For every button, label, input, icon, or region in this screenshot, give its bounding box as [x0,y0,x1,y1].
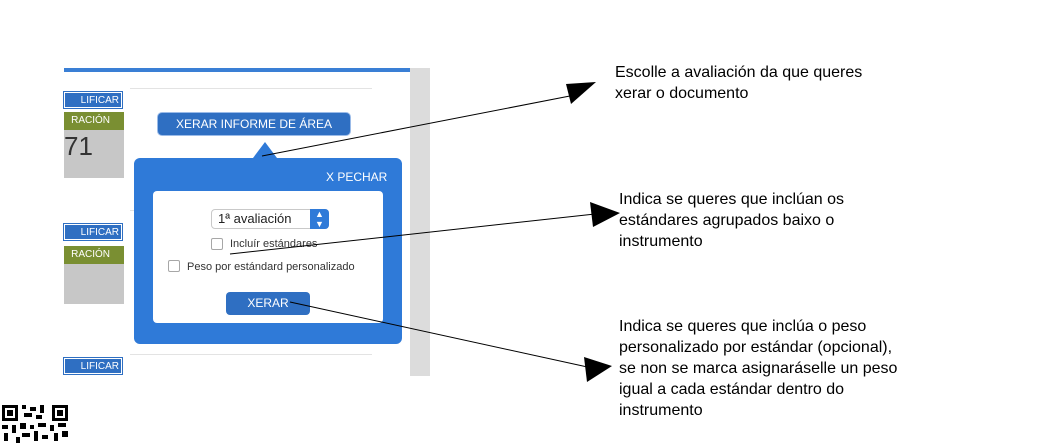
arrow-head-2 [590,202,620,227]
evaluation-tag: RACIÓN [64,246,124,264]
annotation-note-1: Escolle a avaliación da que queres xerar… [615,62,862,104]
note-line: se non se marca asignaráselle un peso [619,360,898,377]
note-line: igual a cada estándar dentro do [619,381,845,398]
qr-code-icon [2,405,68,443]
note-line: Indica se queres que inclúa o peso [619,318,867,335]
note-line: xerar o documento [615,85,749,102]
annotation-note-3: Indica se queres que inclúa o peso perso… [619,316,897,421]
note-line: instrumento [619,233,703,250]
grade-box: 71 [64,130,124,178]
note-line: personalizado por estándar (opcional), [619,339,893,356]
arrow-head-1 [566,82,596,104]
student-card: LIFICAR [63,357,124,376]
arrow-head-3 [584,357,612,382]
annotation-note-2: Indica se queres que inclúan os estándar… [619,189,844,252]
evaluation-tag: RACIÓN [64,112,124,130]
row-divider [130,354,372,355]
close-popup-button[interactable]: X PECHAR [326,170,388,184]
row-divider [130,88,372,89]
scrollbar[interactable] [410,68,430,376]
note-line: Indica se queres que inclúan os [619,191,845,208]
calificar-button[interactable]: LIFICAR [63,357,123,375]
student-card: LIFICAR RACIÓN [63,223,124,304]
student-card: LIFICAR RACIÓN 71 [63,91,124,178]
include-standards-label: Incluír estándares [230,238,318,250]
include-standards-checkbox[interactable] [211,238,223,250]
grade-value: 71 [64,131,93,161]
custom-weight-label: Peso por estándard personalizado [187,261,355,273]
note-line: Escolle a avaliación da que queres [615,64,863,81]
select-stepper-icon[interactable]: ▲▼ [310,209,329,229]
calificar-button[interactable]: LIFICAR [63,91,123,109]
generate-area-report-button[interactable]: XERAR INFORME DE ÁREA [158,113,350,135]
grade-box [64,264,124,304]
note-line: estándares agrupados baixo o [619,212,835,229]
popup-caret [253,142,277,158]
note-line: instrumento [619,402,703,419]
calificar-button[interactable]: LIFICAR [63,223,123,241]
generate-button[interactable]: XERAR [226,292,310,315]
custom-weight-checkbox[interactable] [168,260,180,272]
top-accent-bar [64,68,410,72]
